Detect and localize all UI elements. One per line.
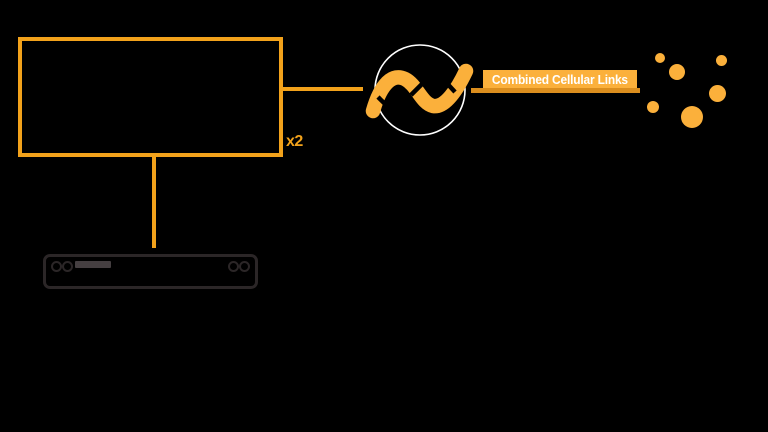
antenna-connector-icon — [51, 261, 62, 272]
cloud-dot — [647, 101, 659, 113]
combined-links-banner: Combined Cellular Links — [483, 70, 637, 88]
connector-modem-to-device — [152, 157, 156, 248]
antenna-connector-icon — [239, 261, 250, 272]
cloud-dot — [669, 64, 685, 80]
banner-label: Combined Cellular Links — [491, 71, 628, 87]
cloud-dot — [709, 85, 726, 102]
cloud-dot — [716, 55, 727, 66]
antenna-connector-icon — [228, 261, 239, 272]
cloud-dot — [655, 53, 665, 63]
cellular-modem-box — [18, 37, 283, 157]
banner-shadow — [471, 88, 640, 93]
cellular-router-illustration — [43, 254, 258, 289]
antenna-connector-icon — [62, 261, 73, 272]
connector-modem-to-bonding — [283, 87, 363, 91]
multiplier-label: x2 — [286, 133, 303, 150]
device-logo — [75, 261, 111, 268]
cloud-dot — [681, 106, 703, 128]
bonded-wave-circle-icon — [365, 44, 474, 136]
